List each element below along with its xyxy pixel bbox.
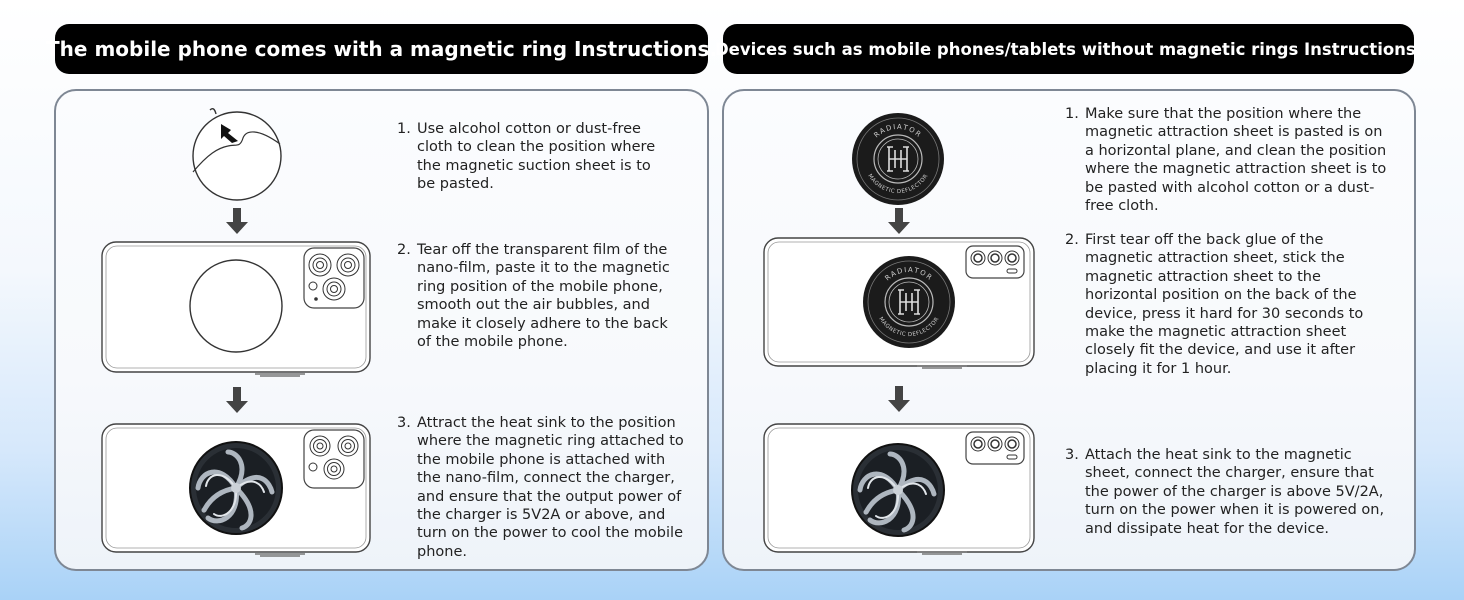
step-number: 3. xyxy=(397,415,411,431)
right-step-3: 3. Attach the heat sink to the magnetic … xyxy=(1065,446,1391,538)
device-with-magnetic-sheet: RADIATOR MAGNETIC DEFLECTOR xyxy=(763,237,1035,369)
down-arrow-icon xyxy=(226,208,248,234)
camera-module-icon xyxy=(965,431,1025,465)
down-arrow-icon xyxy=(888,208,910,234)
left-step-1: 1. Use alcohol cotton or dust-free cloth… xyxy=(397,120,667,194)
peel-film-icon xyxy=(192,107,282,201)
step-text: First tear off the back glue of the magn… xyxy=(1085,232,1364,377)
step-text: Use alcohol cotton or dust-free cloth to… xyxy=(417,121,656,193)
step-number: 1. xyxy=(397,121,411,137)
step-text: Make sure that the position where the ma… xyxy=(1085,106,1387,215)
step-number: 1. xyxy=(1065,106,1079,122)
phone-with-magnetic-ring xyxy=(101,241,371,377)
phone-with-heat-sink xyxy=(101,423,371,557)
right-step-1: 1. Make sure that the position where the… xyxy=(1065,105,1391,215)
down-arrow-icon xyxy=(226,387,248,413)
step-text: Attach the heat sink to the magnetic she… xyxy=(1085,447,1385,537)
camera-module-icon xyxy=(303,247,365,309)
down-arrow-icon xyxy=(888,386,910,412)
camera-module-icon xyxy=(965,245,1025,279)
heat-sink-fan-icon xyxy=(851,443,945,537)
heat-sink-fan-icon xyxy=(189,441,283,535)
right-section-title: Devices such as mobile phones/tablets wi… xyxy=(715,24,1422,74)
left-step-3: 3. Attract the heat sink to the position… xyxy=(397,414,687,561)
step-number: 2. xyxy=(1065,232,1079,248)
left-section-title: The mobile phone comes with a magnetic r… xyxy=(46,24,717,74)
step-text: Attract the heat sink to the position wh… xyxy=(417,415,684,560)
device-with-heat-sink xyxy=(763,423,1035,555)
step-number: 2. xyxy=(397,242,411,258)
magnetic-sheet-disc: RADIATOR MAGNETIC DEFLECTOR xyxy=(852,113,944,205)
left-step-2: 2. Tear off the transparent film of the … xyxy=(397,241,681,351)
step-text: Tear off the transparent film of the nan… xyxy=(417,242,670,351)
right-step-2: 2. First tear off the back glue of the m… xyxy=(1065,231,1391,378)
camera-module-icon xyxy=(303,429,365,489)
step-number: 3. xyxy=(1065,447,1079,463)
